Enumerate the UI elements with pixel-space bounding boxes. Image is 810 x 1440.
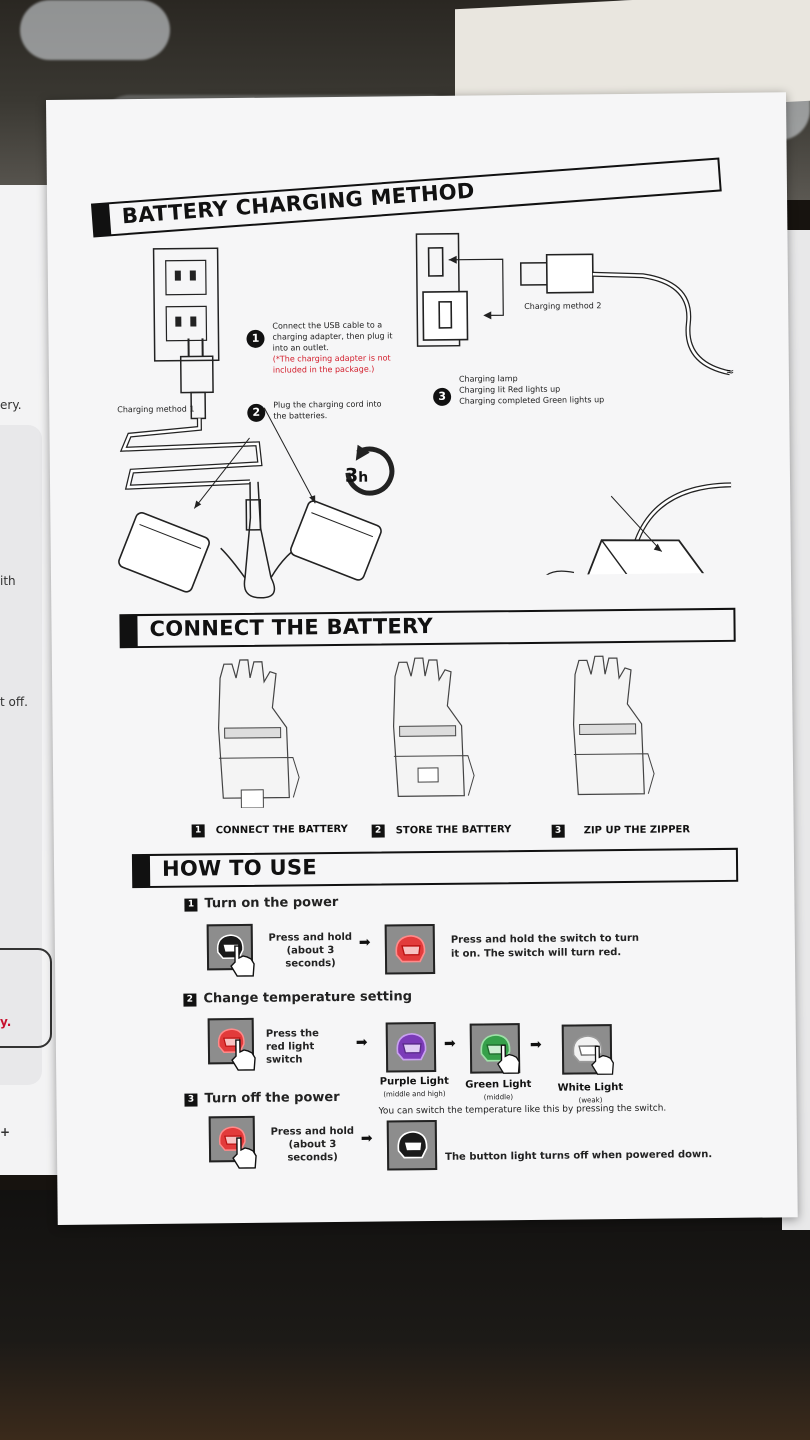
- light-name: Purple Light: [379, 1075, 449, 1088]
- left-text-fragment: t off.: [0, 695, 28, 709]
- time-badge: 3h: [344, 464, 369, 487]
- howto-step-1-instruction: Press and hold (about 3 seconds): [268, 931, 353, 970]
- left-text-fragment: +: [0, 1125, 11, 1139]
- step-number-badge: 2: [247, 403, 266, 422]
- charging-step-3-text: Charging lamp Charging lit Red lights up…: [458, 374, 605, 406]
- background-table-bottom: [0, 1190, 810, 1440]
- helmet-icon: [395, 934, 426, 963]
- connect-step-number: 3: [551, 824, 565, 838]
- howto-step-3-instruction: Press and hold (about 3 seconds): [270, 1125, 355, 1164]
- light-level: (middle): [483, 1093, 514, 1102]
- arrow-right-icon: ➡: [529, 1036, 542, 1053]
- glove-step-3: [572, 655, 655, 796]
- section-title: CONNECT THE BATTERY: [149, 613, 434, 641]
- step-number-badge: 3: [433, 387, 452, 406]
- left-callout-box: [0, 948, 52, 1048]
- howto-step-title: Turn off the power: [204, 1089, 340, 1107]
- glove-step-2: [392, 657, 475, 797]
- helmet-icon: [396, 1032, 427, 1061]
- charging-method-2-label: Charging method 2: [524, 301, 602, 312]
- power-switch-off-icon: [386, 1119, 438, 1171]
- charging-method-1-label: Charging method 1: [117, 404, 195, 415]
- charging-method-1-illustration: [118, 247, 395, 599]
- left-text-fragment: ith: [0, 574, 16, 588]
- connect-step-label: CONNECT THE BATTERY: [215, 823, 348, 837]
- connect-step-label: ZIP UP THE ZIPPER: [583, 824, 691, 837]
- manual-page: BATTERY CHARGING METHOD: [46, 92, 798, 1225]
- arrow-right-icon: ➡: [443, 1035, 456, 1052]
- connect-step-number: 2: [371, 824, 385, 838]
- finger-press-icon: [232, 1137, 257, 1169]
- light-name: Green Light: [465, 1078, 532, 1091]
- glove-illustrations: [217, 655, 655, 809]
- howto-step-title: Turn on the power: [204, 894, 339, 912]
- finger-press-icon: [230, 945, 255, 977]
- left-text-fragment: ery.: [0, 398, 22, 412]
- helmet-icon: [572, 1035, 603, 1063]
- howto-step-number: 1: [184, 898, 198, 912]
- connect-step-label: STORE THE BATTERY: [395, 824, 512, 837]
- plastic-bag: [20, 0, 170, 60]
- glove-step-1: [217, 659, 300, 809]
- left-red-fragment: y.: [0, 1015, 12, 1029]
- section-header-connect: CONNECT THE BATTERY: [119, 607, 736, 649]
- arrow-right-icon: ➡: [355, 1034, 368, 1051]
- howto-step-1-result: Press and hold the switch to turn it on.…: [450, 932, 640, 960]
- howto-step-number: 2: [183, 993, 197, 1007]
- howto-step-2-note: You can switch the temperature like this…: [378, 1103, 667, 1117]
- howto-step-3-result: The button light turns off when powered …: [445, 1149, 713, 1163]
- section-title: HOW TO USE: [161, 855, 318, 881]
- step-number-badge: 1: [246, 329, 265, 348]
- arrow-right-icon: ➡: [360, 1130, 373, 1147]
- arrow-right-icon: ➡: [358, 934, 371, 951]
- finger-press-icon: [231, 1039, 256, 1071]
- howto-step-2-instruction: Press the red light switch: [265, 1028, 319, 1066]
- purple-light-icon: [385, 1021, 437, 1073]
- howto-step-title: Change temperature setting: [203, 989, 413, 1007]
- howto-step-number: 3: [184, 1093, 198, 1107]
- finger-press-icon: [591, 1045, 614, 1075]
- charging-step-1-text: Connect the USB cable to a charging adap…: [272, 320, 393, 375]
- light-name: White Light: [557, 1082, 624, 1094]
- connect-step-number: 1: [191, 824, 205, 838]
- light-level: (middle and high): [383, 1089, 446, 1099]
- white-light-icon: [561, 1024, 613, 1075]
- left-page-panel: [0, 425, 42, 1085]
- svg-text:≈: ≈: [726, 367, 735, 378]
- helmet-icon: [397, 1130, 428, 1159]
- finger-press-icon: [497, 1044, 520, 1074]
- charging-step-2-text: Plug the charging cord into the batterie…: [273, 399, 382, 421]
- power-switch-red-icon: [384, 923, 436, 975]
- charging-method-2-illustration: ≈: [415, 232, 735, 577]
- section-header-howto: HOW TO USE: [131, 847, 739, 889]
